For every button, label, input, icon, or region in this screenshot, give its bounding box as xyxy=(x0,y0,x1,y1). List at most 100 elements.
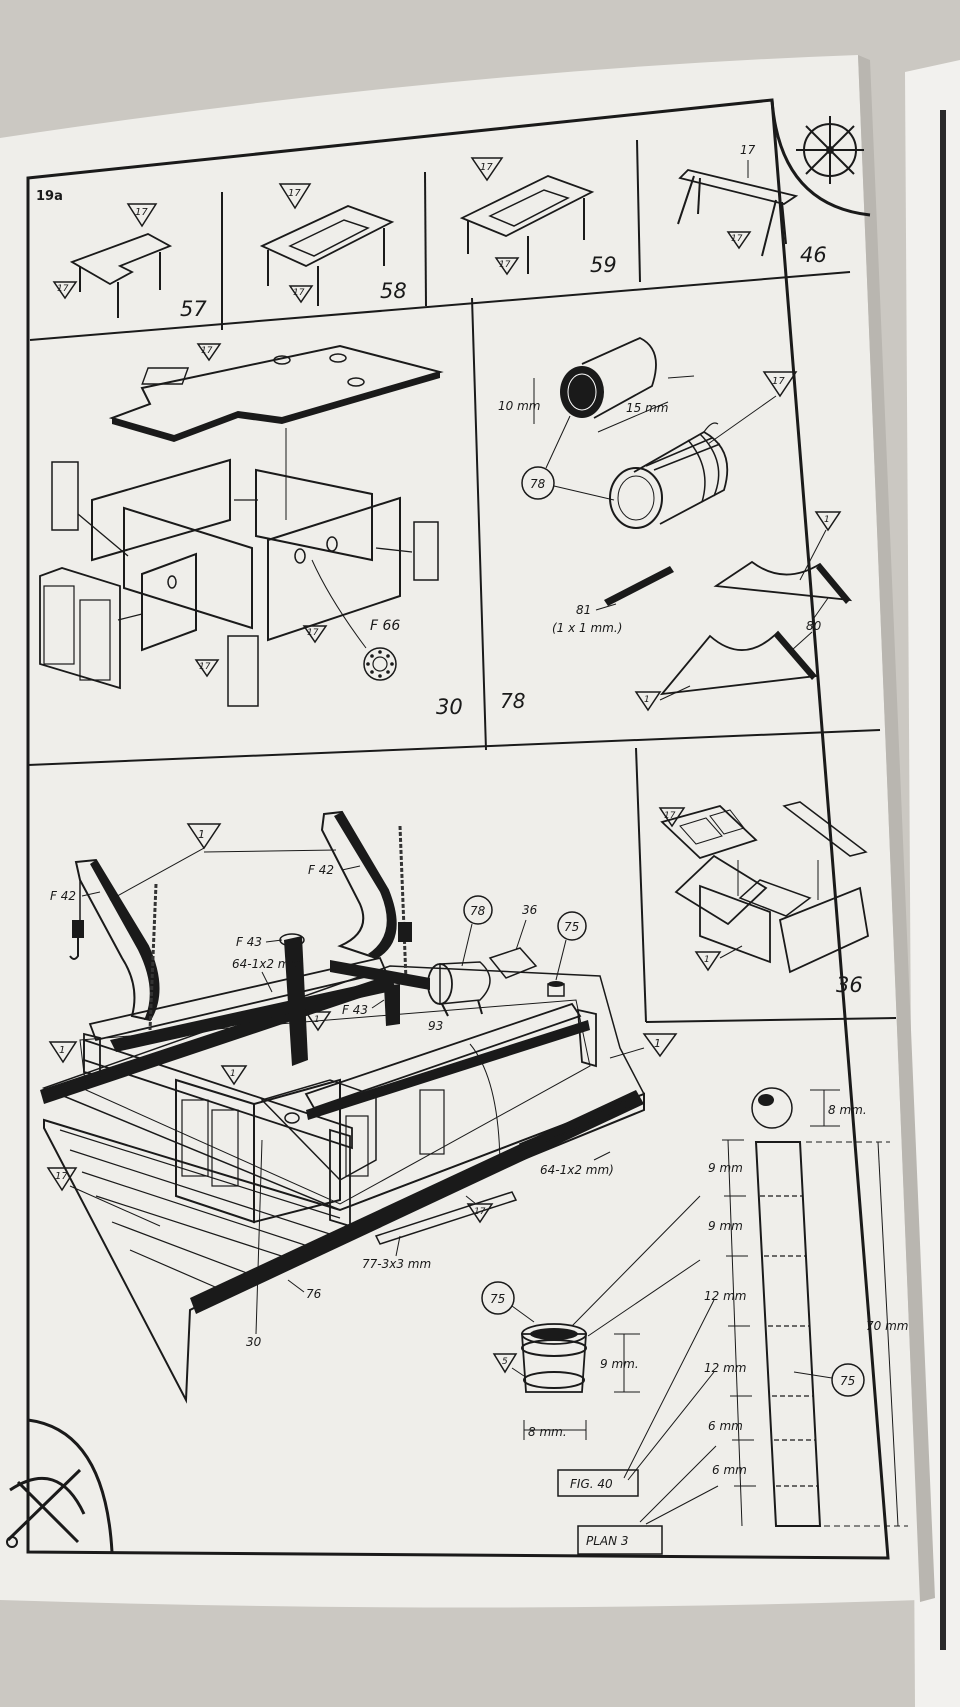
arrow xyxy=(375,547,413,553)
leader xyxy=(265,939,283,943)
leader xyxy=(69,1185,161,1227)
total-length: 70 mm xyxy=(866,1319,908,1333)
leader xyxy=(799,529,827,581)
triangle-marker xyxy=(302,625,328,644)
bitt-post xyxy=(284,936,308,1066)
leader xyxy=(791,631,813,651)
leg xyxy=(677,175,695,225)
leg xyxy=(781,201,787,245)
bucket-hoop xyxy=(521,1339,587,1357)
hatch-cover xyxy=(660,804,758,860)
frame-opening xyxy=(288,219,370,257)
leader xyxy=(515,919,527,951)
saddle-part xyxy=(713,560,853,602)
fitting-label: F 66 xyxy=(370,618,400,634)
triangle-label: 1 xyxy=(198,828,205,841)
leader xyxy=(813,597,829,619)
part-circle xyxy=(521,466,555,500)
triangle-marker xyxy=(304,1011,332,1032)
fig-label-box xyxy=(557,1469,639,1497)
dim-line xyxy=(597,401,669,433)
part-circle xyxy=(481,1281,515,1315)
wire xyxy=(703,422,719,433)
strip-bottom-label: 77-3x3 mm xyxy=(362,1257,431,1271)
cabin-side-wall xyxy=(255,468,373,562)
cabin-front-wall xyxy=(267,496,401,642)
frame-part xyxy=(459,175,595,237)
triangle-label: 1 xyxy=(314,1015,320,1025)
bitt-label: F 43 xyxy=(236,935,262,949)
crane-right-label: F 42 xyxy=(308,863,334,877)
leader xyxy=(371,999,385,1009)
circle-label: 78 xyxy=(530,477,546,491)
ships-wheel-icon xyxy=(796,116,864,184)
triangle-label: 17 xyxy=(772,376,785,387)
leader xyxy=(255,1139,263,1335)
anchor-corner xyxy=(27,1418,114,1553)
triangle-label: 17 xyxy=(135,207,148,218)
rail-black xyxy=(190,1090,644,1314)
leg xyxy=(761,199,777,257)
row1-divider xyxy=(29,271,851,341)
roof-hole xyxy=(329,353,347,363)
hatch-label: 36 xyxy=(522,903,538,917)
deckhouse-side xyxy=(253,1078,341,1224)
leader xyxy=(469,1043,501,1171)
leader xyxy=(341,865,361,871)
triangle-label: 17 xyxy=(307,628,319,638)
panel-57: 17 17 57 xyxy=(52,203,207,321)
bucket-top-inner xyxy=(530,1328,578,1340)
circle-pole-label: 75 xyxy=(840,1374,855,1388)
upper-rail xyxy=(110,978,396,1052)
log-body xyxy=(581,337,657,419)
triangle-label: 17 xyxy=(480,162,493,173)
bitt-small xyxy=(384,984,400,1026)
col-divider-assembly-36 xyxy=(635,747,647,1023)
strip-81 xyxy=(604,566,674,606)
anchor-icon xyxy=(6,1468,86,1548)
dim-length: 15 mm xyxy=(626,401,668,415)
drum-num-label: 93 xyxy=(428,1019,443,1033)
detail-drawings: 8 mm. 70 mm 75 9 mm 9 mm 12 mm 12 mm 6 m… xyxy=(481,1087,908,1555)
drum-end xyxy=(609,467,663,529)
triangle-marker xyxy=(220,1065,248,1086)
leader xyxy=(511,1367,525,1377)
triangle-marker xyxy=(126,203,158,228)
paper-sheet xyxy=(0,55,920,1608)
deck-label: 76 xyxy=(306,1287,322,1301)
dim-line xyxy=(877,1141,899,1527)
porthole xyxy=(284,1112,300,1124)
deckhouse-door xyxy=(211,1109,239,1187)
box36-bottom xyxy=(645,1017,897,1023)
triangle-marker xyxy=(814,511,842,532)
drum-staves xyxy=(645,433,721,503)
panel-78: 78 10 mm 15 mm 17 78 81 (1 x 1 mm.) 1 xyxy=(498,337,853,713)
leader xyxy=(287,1279,305,1293)
frame-part xyxy=(69,233,173,286)
drum-leg xyxy=(477,999,483,1015)
col-divider-59-46 xyxy=(636,139,641,283)
triangle-marker xyxy=(642,1033,678,1058)
bucket-circle-label: 75 xyxy=(490,1292,505,1306)
hatch-36 xyxy=(488,947,538,979)
coaming-wall xyxy=(699,884,771,964)
triangle-label: 5 xyxy=(502,1357,508,1367)
seg-dim: 9 mm xyxy=(708,1161,743,1175)
seg-ticks xyxy=(722,1139,756,1487)
panel-number: 30 xyxy=(436,695,463,719)
triangle-label: 1 xyxy=(230,1069,236,1079)
leader xyxy=(593,1151,611,1161)
panel-number: 57 xyxy=(180,297,207,321)
leader xyxy=(659,685,691,701)
triangle-marker xyxy=(762,371,798,398)
leader xyxy=(261,971,273,993)
ball-highlight xyxy=(758,1094,774,1106)
bucket-width: 8 mm. xyxy=(528,1425,567,1439)
triangle-marker xyxy=(194,659,220,678)
triangle-marker xyxy=(196,343,222,362)
circle-drum-label: 78 xyxy=(470,904,486,918)
hook xyxy=(69,938,79,960)
triangle-label: 17 xyxy=(57,284,69,294)
leader xyxy=(109,847,205,901)
